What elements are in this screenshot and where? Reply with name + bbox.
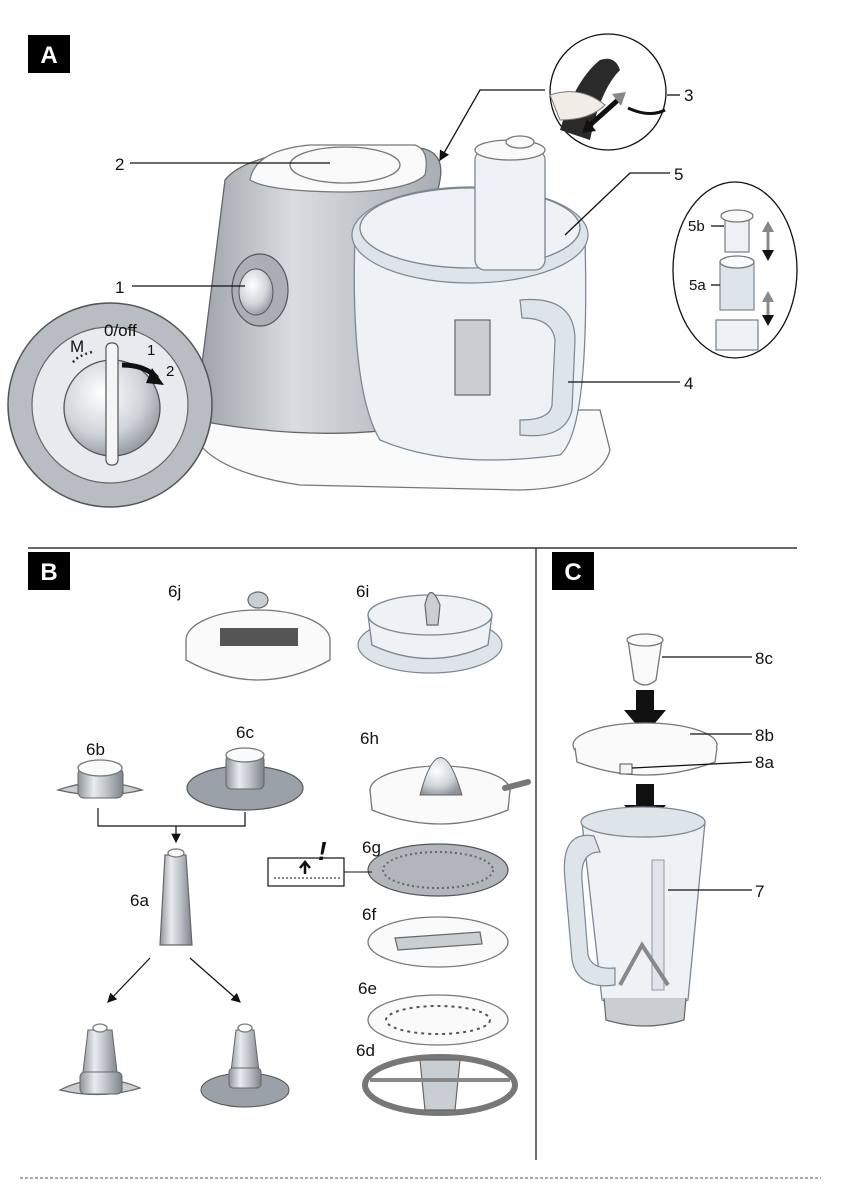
label-2: 2 [115, 155, 124, 174]
label-8c: 8c [755, 649, 773, 668]
part-8a-tab [620, 764, 632, 774]
part-8c-rim [627, 634, 663, 646]
label-3: 3 [684, 86, 693, 105]
pusher-5a [720, 262, 754, 310]
label-6b: 6b [86, 740, 105, 759]
part-6j-grid [220, 628, 298, 646]
pusher-5b [725, 218, 749, 252]
part-7-rim [581, 807, 705, 837]
pusher-cap [506, 136, 534, 148]
part-6b-top [78, 760, 122, 776]
label-5a: 5a [689, 277, 706, 294]
connector-6b-6c [98, 808, 245, 826]
label-1: 1 [115, 278, 124, 297]
warning-mark: ! [318, 836, 327, 866]
part-6h-cone [420, 758, 462, 796]
assembled-blade-hub [80, 1072, 122, 1094]
part-6h-spout [505, 782, 528, 788]
part-6c-top [226, 748, 264, 762]
assembled-disc-tip [238, 1024, 252, 1032]
label-6f: 6f [362, 905, 376, 924]
dial-label-m: M [70, 337, 84, 356]
assembled-blade-tip [93, 1024, 107, 1032]
label-6d: 6d [356, 1041, 375, 1060]
cord-storage-lid [290, 147, 400, 183]
label-6c: 6c [236, 723, 254, 742]
label-6e: 6e [358, 979, 377, 998]
label-6a: 6a [130, 891, 149, 910]
part-7-base [604, 998, 686, 1026]
part-6e-disc [368, 995, 508, 1045]
dial-pointer [106, 343, 118, 465]
housing-dial-knob [239, 269, 273, 315]
pusher-tube-base [716, 320, 758, 350]
pusher-5b-cap [721, 210, 753, 222]
part-8a-lid-ring [575, 748, 717, 775]
section-a-label: A [40, 42, 57, 69]
drive-shaft [455, 320, 490, 395]
label-4: 4 [684, 374, 693, 393]
dial-label-2: 2 [166, 363, 174, 380]
label-6i: 6i [356, 582, 369, 601]
label-7: 7 [755, 882, 764, 901]
section-c: C 8c 8b 8a 7 [552, 552, 774, 1026]
label-8b: 8b [755, 726, 774, 745]
part-6a-shaft [160, 855, 192, 945]
section-c-label: C [564, 559, 581, 586]
arrow-to-assembled-disc [190, 958, 240, 1002]
label-5: 5 [674, 165, 683, 184]
bowl-lid-top [360, 188, 580, 268]
dial-label-off: 0/off [104, 321, 137, 340]
part-8c-cup [628, 640, 662, 685]
label-8a: 8a [755, 753, 774, 772]
section-b: B 6j 6i 6b 6c 6a [28, 552, 528, 1113]
label-5b: 5b [688, 218, 705, 235]
part-6j-hub [248, 592, 268, 608]
dial-label-1: 1 [147, 342, 155, 359]
part-6a-tip [168, 849, 184, 857]
section-b-label: B [40, 559, 57, 586]
part-6d-hub [420, 1060, 460, 1110]
feed-tube [475, 150, 545, 270]
pusher-5a-rim [720, 256, 754, 268]
assembled-disc-hub [229, 1068, 261, 1088]
label-6h: 6h [360, 729, 379, 748]
label-6g: 6g [362, 838, 381, 857]
label-6j: 6j [168, 582, 181, 601]
section-a: A M 0/off 1 2 [8, 34, 797, 507]
arrow-to-assembled-blade [108, 958, 150, 1002]
